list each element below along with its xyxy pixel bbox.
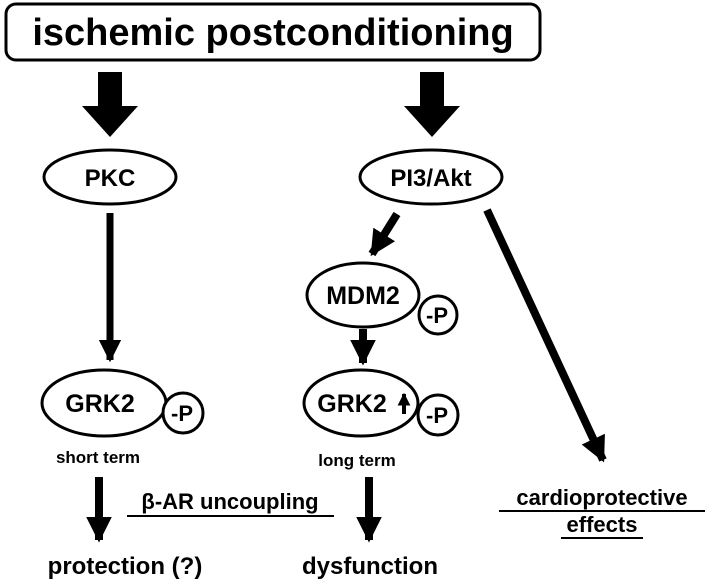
mdm2-label: MDM2: [326, 282, 400, 310]
mdm2-node: [305, 261, 421, 329]
grk2-short-label: GRK2: [65, 390, 134, 418]
grk2-long-phospho-node: [416, 393, 460, 437]
arrow-pi3akt-to-mdm2: [368, 211, 401, 257]
long-term-label: long term: [318, 451, 395, 470]
pi3akt-label: PI3/Akt: [390, 165, 471, 192]
pkc-node: [42, 148, 178, 206]
grk2-short-phospho-label: -P: [171, 401, 193, 426]
arrow-pi3akt-to-cardioprotective: [483, 208, 607, 463]
mdm2-phospho-label: -P: [426, 303, 448, 328]
grk2-short-phospho-node: [161, 391, 205, 435]
grk2-long-phospho-label: -P: [426, 403, 448, 428]
protection-label: protection (?): [48, 553, 203, 580]
beta-ar-uncoupling-label: β-AR uncoupling: [141, 489, 318, 514]
pkc-label: PKC: [85, 165, 136, 192]
dysfunction-label: dysfunction: [302, 553, 438, 580]
grk2-long-label: GRK2: [317, 390, 386, 418]
pi3akt-node: [358, 148, 504, 206]
cardioprotective-label-line2: effects: [567, 512, 638, 537]
arrow-title-to-pi3akt: [404, 72, 460, 137]
arrow-title-to-pkc: [82, 72, 138, 137]
mdm2-phospho-node: [417, 294, 459, 336]
grk2-long-node: [302, 368, 420, 438]
cardioprotective-label-line1: cardioprotective: [516, 485, 687, 510]
diagram-title: ischemic postconditioning: [32, 12, 513, 54]
short-term-label: short term: [56, 448, 140, 467]
title-box: [4, 2, 542, 62]
